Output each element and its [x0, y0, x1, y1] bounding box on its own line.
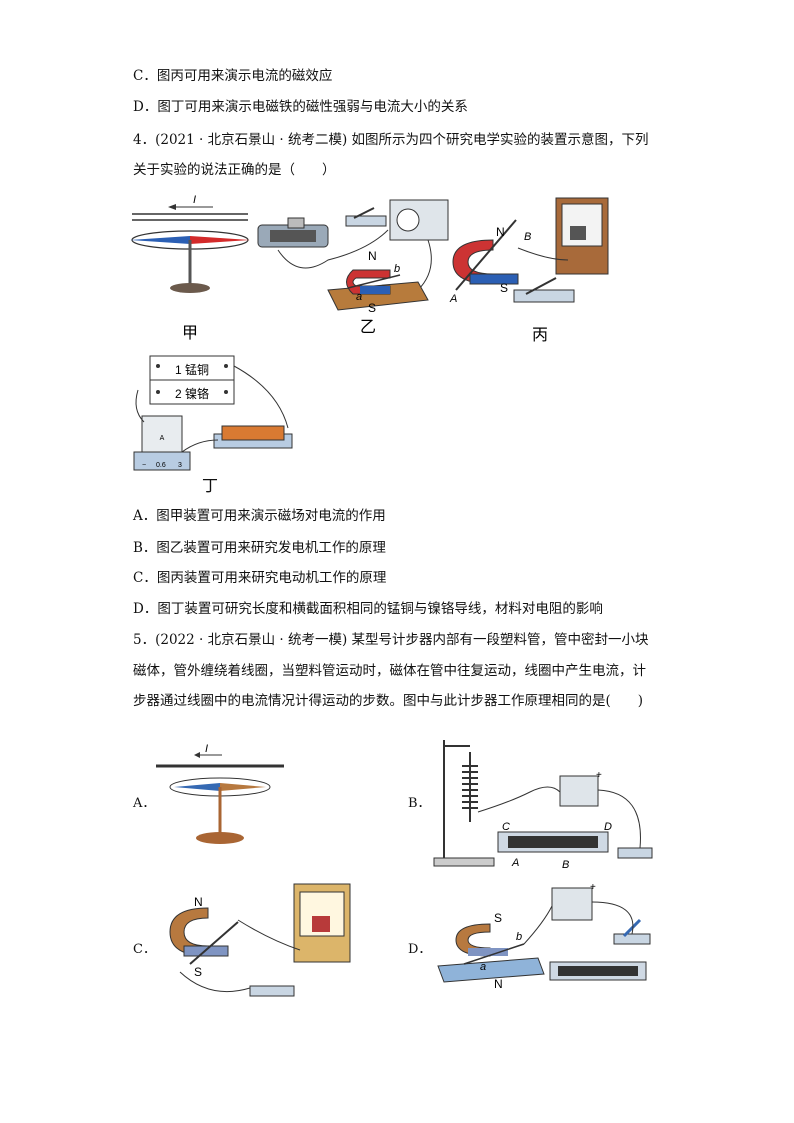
current-label: I	[193, 194, 196, 206]
resistance-setup: 1 锰铜 2 镍铬 − 0.6 3 A	[133, 355, 293, 471]
question-5-stem-cont1: 磁体，管外缠绕着线圈，当塑料管运动时，磁体在管中往复运动，线圈中产生电流，计	[133, 663, 646, 679]
question-4-option-c: C．图丙装置可用来研究电动机工作的原理	[133, 570, 387, 586]
rod-a-label: a	[356, 291, 362, 303]
battery-plus: +	[596, 770, 602, 781]
magnet-n-label: N	[368, 249, 377, 263]
rod-b-label: b	[394, 263, 400, 275]
magnet-s-label: S	[368, 301, 376, 315]
question-5-stem: 5．(2022 · 北京石景山 · 统考一模) 某型号计步器内部有一段塑料管，管…	[133, 632, 649, 648]
magnet-n-label-2: N	[496, 225, 505, 239]
generator-setup: N S a b	[257, 199, 449, 315]
wire1-label: 1 锰铜	[175, 362, 209, 377]
q5-figure-a: I	[150, 740, 300, 850]
question-4-option-b: B．图乙装置可用来研究发电机工作的原理	[133, 540, 386, 556]
experiment-diagrams: I N S a b	[130, 194, 609, 471]
rheostat-d-label: D	[604, 821, 612, 833]
caption-ding: 丁	[202, 476, 219, 495]
rod-b-label-2: B	[524, 231, 531, 243]
wire2-label: 2 镍铬	[175, 386, 209, 401]
q5-option-a-label: A．	[133, 796, 156, 811]
current-magnet-setup: N S A B	[449, 197, 609, 305]
d-magnet-s: S	[494, 911, 502, 925]
rheostat-b-label: B	[562, 859, 569, 871]
meter-a: A	[160, 435, 165, 442]
caption-jia: 甲	[182, 325, 198, 342]
rheostat-c-label: C	[502, 821, 510, 833]
q5-figure-c: N S	[160, 880, 360, 1000]
d-rod-b: b	[516, 931, 522, 943]
current-label-a: I	[205, 743, 208, 755]
question-4-figure: I N S a b	[128, 190, 628, 490]
d-magnet-n: N	[494, 977, 503, 991]
q5-option-d-label: D．	[408, 942, 432, 957]
d-battery-plus: +	[590, 882, 596, 893]
q5-option-c-label: C．	[133, 942, 156, 957]
d-rod-a: a	[480, 961, 486, 973]
meter-3: 3	[178, 462, 182, 469]
compass-under-wire: I	[130, 194, 250, 293]
c-magnet-n: N	[194, 895, 203, 909]
q5-figure-b: C D A B +	[430, 732, 660, 872]
option-d-prev: D．图丁可用来演示电磁铁的磁性强弱与电流大小的关系	[133, 99, 468, 115]
question-4-stem-cont: 关于实验的说法正确的是（ ）	[133, 162, 336, 178]
q5-option-b-label: B．	[408, 796, 431, 811]
question-5-stem-cont2: 步器通过线圈中的电流情况计得运动的步数。图中与此计步器工作原理相同的是( )	[133, 693, 644, 709]
magnet-s-label-2: S	[500, 281, 508, 295]
q5-figure-d: S N a b +	[434, 882, 664, 1002]
meter-06: 0.6	[156, 462, 166, 469]
rod-a-label-2: A	[449, 293, 457, 305]
question-4-stem: 4．(2021 · 北京石景山 · 统考二模) 如图所示为四个研究电学实验的装置…	[133, 132, 649, 148]
option-c-prev: C．图丙可用来演示电流的磁效应	[133, 68, 333, 84]
caption-yi: 乙	[360, 319, 376, 336]
caption-bing: 丙	[532, 327, 548, 344]
meter-neg: −	[142, 462, 146, 469]
question-4-option-a: A．图甲装置可用来演示磁场对电流的作用	[133, 508, 386, 524]
c-magnet-s: S	[194, 965, 202, 979]
question-4-option-d: D．图丁装置可研究长度和横截面积相同的锰铜与镍铬导线，材料对电阻的影响	[133, 601, 603, 617]
rheostat-a-label: A	[511, 857, 519, 869]
